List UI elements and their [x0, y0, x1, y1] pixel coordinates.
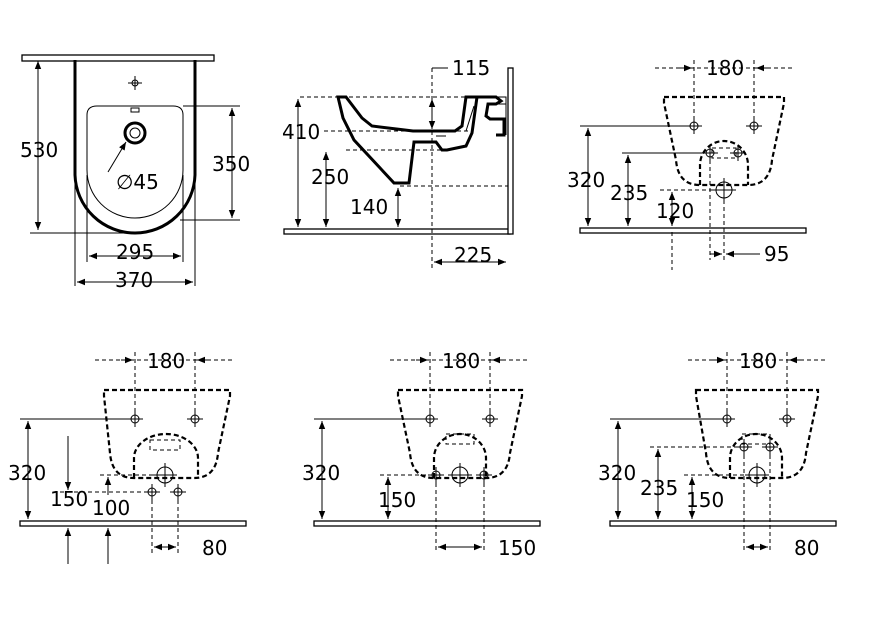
dim-140: 140 — [350, 195, 388, 219]
dim-530: 530 — [20, 138, 58, 162]
dim-320-a: 320 — [567, 168, 605, 192]
dim-370: 370 — [115, 268, 153, 292]
dim-250: 250 — [311, 165, 349, 189]
dim-180-d: 180 — [739, 349, 777, 373]
front-wall-plate — [21, 54, 215, 62]
dim-410: 410 — [282, 120, 320, 144]
rear-view-a: 180 320 235 120 95 — [567, 56, 807, 270]
front-bowl — [86, 105, 184, 219]
dim-235-d: 235 — [640, 476, 678, 500]
dim-235-a: 235 — [610, 181, 648, 205]
rear-view-d: 180 320 235 150 80 — [598, 349, 837, 560]
dim-120-a: 120 — [656, 199, 694, 223]
front-view: 530 350 295 370 ∅45 — [20, 54, 250, 292]
dim-320-c: 320 — [302, 461, 340, 485]
dim-80-b: 80 — [202, 536, 227, 560]
dim-180-b: 180 — [147, 349, 185, 373]
dim-80-d: 80 — [794, 536, 819, 560]
side-wall — [507, 67, 514, 235]
rear-a-outline — [662, 95, 786, 187]
dim-295: 295 — [116, 240, 154, 264]
dim-150-c-spacing: 150 — [498, 536, 536, 560]
dim-150-d: 150 — [686, 488, 724, 512]
dim-150-c: 150 — [378, 488, 416, 512]
side-profile — [336, 95, 479, 185]
side-view: 410 250 140 115 225 — [282, 56, 514, 268]
dim-115: 115 — [452, 56, 490, 80]
dim-180-a: 180 — [706, 56, 744, 80]
rear-view-b: 180 320 150 100 80 — [8, 349, 247, 564]
dim-180-c: 180 — [442, 349, 480, 373]
dim-95-a: 95 — [764, 242, 789, 266]
dim-320-b: 320 — [8, 461, 46, 485]
dim-350: 350 — [212, 152, 250, 176]
side-floor — [283, 228, 511, 235]
side-bracket — [472, 95, 506, 137]
dim-diameter-45: ∅45 — [116, 170, 159, 194]
dim-320-d: 320 — [598, 461, 636, 485]
dim-100-b: 100 — [92, 496, 130, 520]
drain-hole — [129, 127, 141, 139]
drain-ring — [123, 121, 147, 145]
rear-view-c: 180 320 150 150 — [302, 349, 541, 560]
dim-150-b: 150 — [50, 487, 88, 511]
dim-225: 225 — [454, 243, 492, 267]
